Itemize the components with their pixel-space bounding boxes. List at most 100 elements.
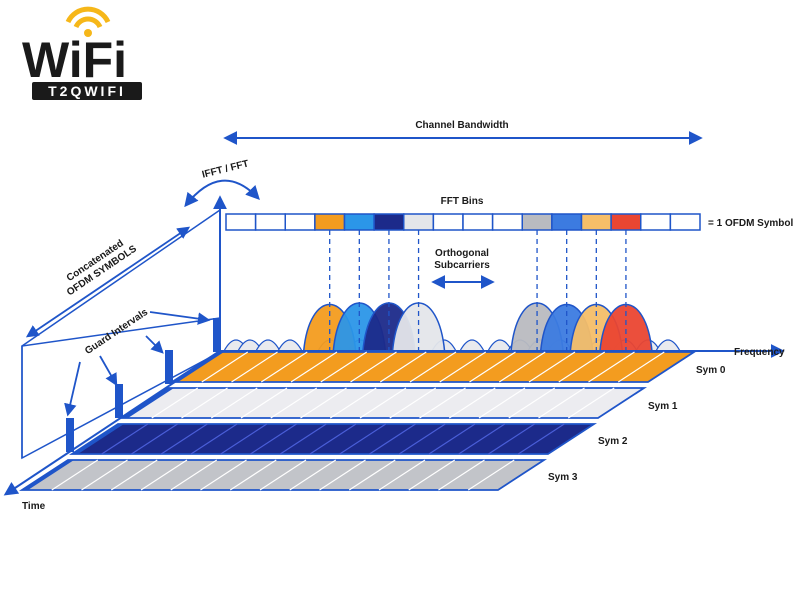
ifft-fft-arrow: [184, 179, 260, 208]
bin-divider: [260, 351, 308, 383]
bin-divider: [140, 459, 188, 491]
wifi-signal-icon: [65, 6, 111, 37]
bin-divider: [588, 351, 635, 383]
bin-divider: [200, 459, 247, 491]
wifi-logo: WiFi T2QWIFI: [22, 6, 142, 100]
bin-divider: [517, 423, 565, 455]
bin-divider: [488, 423, 535, 455]
bin-divider: [617, 351, 665, 383]
fft-bins-label: FFT Bins: [441, 196, 484, 207]
fft-bin: [610, 213, 642, 231]
fft-bin: [343, 213, 375, 231]
subcarrier-projection-lines: [329, 230, 627, 351]
bin-divider: [389, 387, 437, 419]
bin-divider: [359, 387, 407, 419]
fft-bin: [314, 213, 346, 231]
bin-divider: [369, 423, 416, 455]
bin-divider: [498, 351, 546, 383]
side-lobe: [655, 339, 681, 352]
bin-divider: [448, 387, 496, 419]
bin-divider: [528, 351, 576, 383]
bin-divider: [469, 351, 516, 383]
bin-divider: [467, 459, 515, 491]
guard-interval-bar: [165, 350, 173, 384]
bin-divider: [229, 459, 277, 491]
bin-divider: [350, 351, 397, 383]
bin-divider: [478, 387, 526, 419]
subcarrier-lobe: [391, 302, 446, 352]
guard-interval: [122, 388, 174, 418]
subcarrier-spectrum: [223, 302, 681, 352]
guard-interval-arrows: [64, 311, 211, 417]
bin-divider: [110, 459, 158, 491]
fft-bin: [284, 213, 316, 231]
bin-divider: [379, 351, 427, 383]
fft-bin: [521, 213, 553, 231]
frequency-label: Frequency: [734, 347, 785, 358]
fft-bin: [403, 213, 435, 231]
guard-interval-bar: [213, 318, 221, 352]
logo-word: WiFi: [22, 32, 127, 88]
bin-divider: [339, 423, 387, 455]
sym-label-2: Sym 2: [598, 436, 628, 447]
bin-divider: [348, 459, 396, 491]
bin-divider: [190, 423, 238, 455]
fft-bin: [491, 213, 523, 231]
bin-divider: [201, 351, 249, 383]
bin-divider: [378, 459, 426, 491]
fft-bin: [432, 213, 464, 231]
bin-divider: [279, 423, 327, 455]
bin-divider: [250, 423, 297, 455]
side-lobe: [255, 339, 281, 352]
bin-divider: [409, 351, 457, 383]
side-lobe: [459, 339, 485, 352]
orthogonal-label-line2: Subcarriers: [434, 260, 490, 271]
fft-bin: [373, 213, 405, 231]
fft-bin: [580, 213, 612, 231]
ifft-fft-label: IFFT / FFT: [201, 158, 250, 180]
bin-divider: [240, 387, 288, 419]
bin-divider: [51, 459, 99, 491]
fft-bin: [254, 213, 286, 231]
ofdm-symbol-planes: [18, 318, 698, 491]
time-axis: [3, 351, 221, 496]
logo-badge-text: T2QWIFI: [48, 83, 126, 99]
subcarrier-lobe: [599, 304, 653, 352]
bin-divider: [398, 423, 446, 455]
bin-divider: [319, 459, 366, 491]
guard-interval-bar: [115, 384, 123, 418]
sym-label-1: Sym 1: [648, 401, 678, 412]
channel-bandwidth-label: Channel Bandwidth: [415, 120, 508, 131]
fft-bins-bar: [225, 213, 701, 231]
guard-interval: [22, 460, 74, 490]
bin-divider: [538, 387, 585, 419]
bin-divider: [329, 387, 377, 419]
logo-badge: [32, 82, 142, 100]
ofdm-symbol-label: = 1 OFDM Symbol: [708, 218, 794, 229]
bin-divider: [170, 459, 218, 491]
bin-divider: [428, 423, 476, 455]
bin-divider: [151, 387, 199, 419]
bin-divider: [160, 423, 208, 455]
bin-divider: [210, 387, 258, 419]
bin-divider: [270, 387, 318, 419]
fft-bin: [225, 213, 257, 231]
bin-divider: [458, 423, 506, 455]
fft-bin: [462, 213, 494, 231]
bin-divider: [81, 459, 128, 491]
bin-divider: [289, 459, 337, 491]
bin-divider: [419, 387, 466, 419]
fft-bin: [640, 213, 672, 231]
bin-divider: [220, 423, 268, 455]
fft-bin: [551, 213, 583, 231]
side-lobe: [277, 339, 303, 352]
bin-divider: [508, 387, 556, 419]
bin-divider: [181, 387, 228, 419]
sym-label-0: Sym 0: [696, 365, 726, 376]
bin-divider: [438, 459, 485, 491]
bin-divider: [101, 423, 149, 455]
bin-divider: [309, 423, 357, 455]
sym-label-3: Sym 3: [548, 472, 578, 483]
bin-divider: [231, 351, 278, 383]
